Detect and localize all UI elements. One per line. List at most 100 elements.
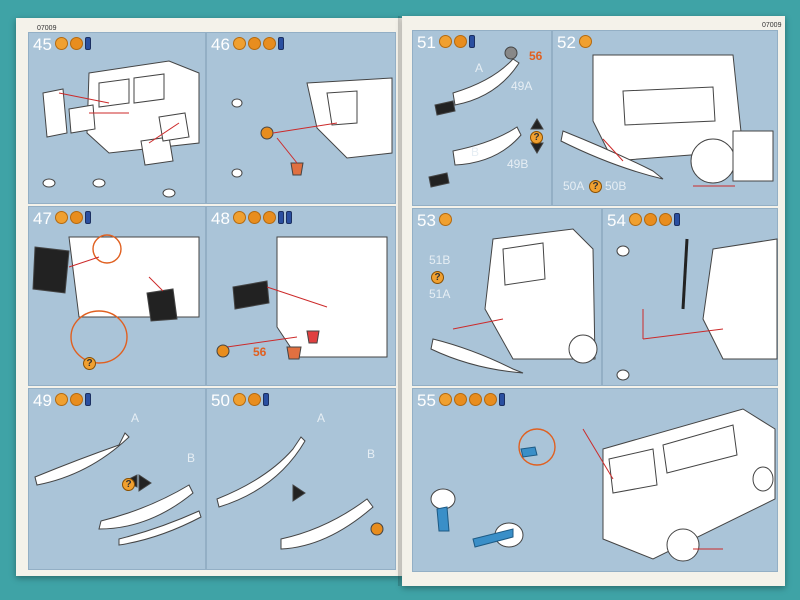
step-49-panel: 49 A B ? (28, 388, 206, 570)
paint-bottle-icon (286, 211, 292, 224)
paint-bottle-icon (85, 37, 91, 50)
step-number: 50 (211, 391, 230, 410)
part-label: A (317, 411, 326, 425)
step-47-illustration (32, 234, 200, 364)
reference-step: 56 (529, 49, 543, 63)
step-number: 47 (33, 209, 52, 228)
paint-bottle-icon (278, 211, 284, 224)
step-52-panel: 52 50A ? 50B (552, 30, 778, 206)
step-51-panel: 51 A 49A B 49B 56 ? (412, 30, 552, 206)
brush-icon (248, 37, 261, 50)
step-icons (439, 213, 452, 226)
step-icons (233, 393, 269, 406)
left-page-code: 07009 (37, 25, 57, 32)
paint-bottle-icon (85, 393, 91, 406)
paint-pot-icon (439, 213, 452, 226)
paint-bottle-icon (674, 213, 680, 226)
part-label: B (471, 145, 480, 159)
part-label: A (475, 61, 484, 75)
brush-icon (263, 37, 276, 50)
step-number: 51 (417, 33, 436, 52)
step-icons (55, 393, 91, 406)
step-54-panel: 54 (602, 208, 778, 386)
paint-pot-icon (629, 213, 642, 226)
step-46-illustration (231, 77, 393, 178)
step-49-illustration (34, 432, 202, 546)
attention-icon: ? (431, 271, 444, 284)
step-48-illustration (216, 236, 388, 360)
paint-pot-icon (55, 37, 68, 50)
step-icons (439, 393, 505, 406)
paint-pot-icon (55, 393, 68, 406)
paint-pot-icon (579, 35, 592, 48)
brush-icon (70, 393, 83, 406)
brush-icon (484, 393, 497, 406)
step-number: 53 (417, 211, 436, 230)
paint-bottle-icon (499, 393, 505, 406)
step-number: 45 (33, 35, 52, 54)
step-icons (439, 35, 475, 48)
step-number: 46 (211, 35, 230, 54)
step-icons (579, 35, 592, 48)
part-label: A (131, 411, 140, 425)
right-page-code: 07009 (762, 22, 782, 29)
paint-pot-icon (233, 211, 246, 224)
part-label: B (187, 451, 196, 465)
step-icons (55, 37, 91, 50)
step-number: 55 (417, 391, 436, 410)
brush-icon (70, 211, 83, 224)
step-icons (629, 213, 680, 226)
paint-bottle-icon (85, 211, 91, 224)
brush-icon (248, 211, 261, 224)
step-number: 52 (557, 33, 576, 52)
step-45-illustration (42, 60, 200, 198)
brush-icon (70, 37, 83, 50)
step-number: 48 (211, 209, 230, 228)
brush-icon (659, 213, 672, 226)
attention-icon: ? (589, 180, 602, 193)
brush-icon (248, 393, 261, 406)
paint-pot-icon (439, 393, 452, 406)
attention-icon: ? (83, 357, 96, 370)
brush-icon (263, 211, 276, 224)
attention-icon: ? (122, 478, 135, 491)
step-50-illustration (216, 436, 384, 550)
paint-pot-icon (233, 37, 246, 50)
step-50-panel: 50 A B (206, 388, 396, 570)
paint-bottle-icon (469, 35, 475, 48)
part-label: 51A (429, 287, 451, 301)
brush-icon (454, 393, 467, 406)
paint-pot-icon (439, 35, 452, 48)
part-label: 49B (507, 157, 529, 171)
brush-icon (644, 213, 657, 226)
part-label: 50A (563, 179, 585, 193)
step-number: 49 (33, 391, 52, 410)
step-51-illustration (428, 46, 544, 188)
step-icons (55, 211, 91, 224)
step-icons (233, 37, 284, 50)
paint-pot-icon (55, 211, 68, 224)
part-label: 49A (511, 79, 533, 93)
step-52-illustration (560, 54, 774, 187)
step-46-panel: 46 (206, 32, 396, 204)
step-47-panel: 47 ? (28, 206, 206, 386)
book-spine (398, 16, 406, 586)
step-54-illustration (616, 238, 778, 381)
step-48-panel: 48 56 (206, 206, 396, 386)
step-55-illustration (430, 408, 776, 562)
step-53-illustration (430, 228, 598, 374)
paint-pot-icon (233, 393, 246, 406)
brush-icon (469, 393, 482, 406)
part-label: B (367, 447, 376, 461)
part-label: 50B (605, 179, 627, 193)
paint-bottle-icon (263, 393, 269, 406)
step-icons (233, 211, 292, 224)
step-45-panel: 45 (28, 32, 206, 204)
step-55-panel: 55 (412, 388, 778, 572)
paint-bottle-icon (278, 37, 284, 50)
brush-icon (454, 35, 467, 48)
part-label: 51B (429, 253, 451, 267)
step-53-panel: 53 51B ? 51A (412, 208, 602, 386)
step-number: 54 (607, 211, 626, 230)
reference-step: 56 (253, 345, 267, 359)
